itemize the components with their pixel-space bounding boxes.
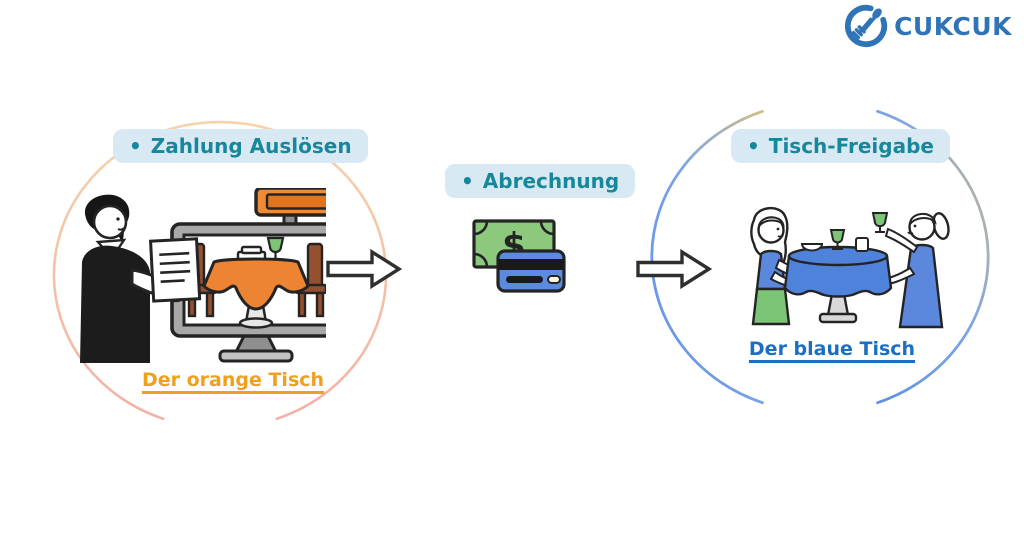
step-label-text: Zahlung Auslösen bbox=[150, 134, 352, 158]
money-and-card-illustration: $ bbox=[472, 219, 566, 293]
customer-display-icon bbox=[254, 188, 326, 230]
bullet-dot: • bbox=[747, 134, 760, 158]
arrow-right-icon bbox=[636, 248, 713, 290]
step-label-text: Tisch-Freigabe bbox=[768, 134, 934, 158]
waiter-icon bbox=[80, 194, 202, 363]
fork-spoon-circle-icon bbox=[845, 4, 888, 48]
brand-logo: CUKCUK bbox=[843, 3, 1012, 49]
step-label-text: Abrechnung bbox=[482, 169, 620, 193]
guests-blue-table-illustration bbox=[750, 207, 950, 329]
step-label-tisch-freigabe: • Tisch-Freigabe bbox=[731, 129, 950, 163]
step-label-zahlung-ausloesen: • Zahlung Auslösen bbox=[113, 129, 368, 163]
waiter-pos-illustration bbox=[80, 188, 326, 363]
blue-table-icon bbox=[783, 229, 893, 324]
caption-orange-table: Der orange Tisch bbox=[141, 369, 325, 391]
brand-name: CUKCUK bbox=[894, 11, 1012, 41]
bullet-dot: • bbox=[129, 134, 142, 158]
arrow-right-icon bbox=[326, 248, 403, 290]
step-label-abrechnung: • Abrechnung bbox=[445, 164, 636, 198]
caption-blue-table: Der blaue Tisch bbox=[748, 338, 916, 360]
credit-card-icon bbox=[496, 249, 566, 293]
bullet-dot: • bbox=[461, 169, 474, 193]
orange-decor-circle bbox=[52, 120, 388, 421]
